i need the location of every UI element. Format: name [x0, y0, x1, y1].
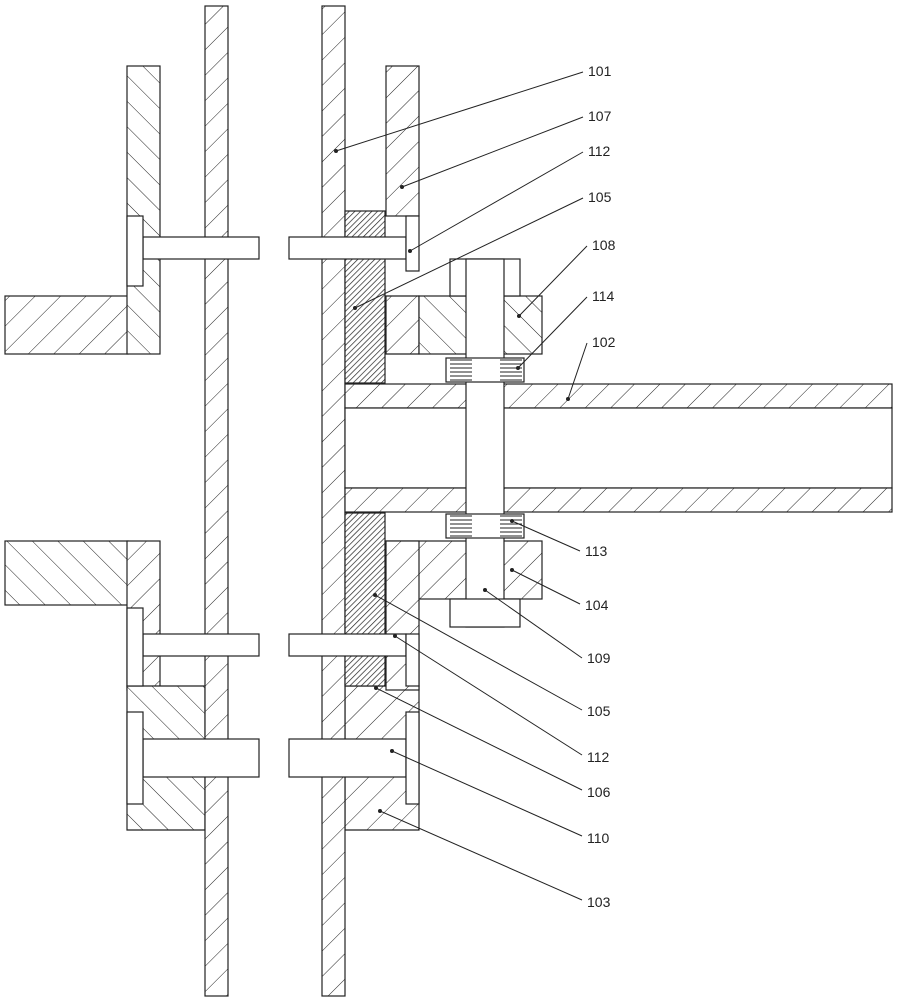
label-112-lower: 112	[587, 749, 610, 765]
label-109: 109	[587, 650, 611, 666]
side-pipe-bore	[344, 407, 893, 489]
side-pipe-top-wall	[344, 383, 893, 409]
upper-pin-right	[288, 236, 407, 260]
middle-pin-cap-right	[405, 633, 420, 687]
middle-pin-cap-left	[126, 607, 144, 687]
bolt-nut-bottom	[449, 598, 521, 628]
upper-sleeve-left-wall	[126, 65, 161, 355]
lower-pin-cap-right	[405, 711, 420, 805]
lower-pin-right	[288, 738, 407, 778]
label-104: 104	[585, 597, 609, 613]
label-101: 101	[588, 63, 612, 79]
middle-pin-right	[288, 633, 407, 657]
upper-sleeve-right-lower-wall	[385, 295, 420, 355]
lower-pin-left	[142, 738, 260, 778]
upper-pin-cap-right	[405, 215, 420, 272]
label-105-upper: 105	[588, 189, 612, 205]
left-lower-plate	[4, 540, 129, 606]
label-105-lower: 105	[587, 703, 611, 719]
label-107: 107	[588, 108, 612, 124]
label-106: 106	[587, 784, 611, 800]
side-pipe-bottom-wall	[344, 487, 893, 513]
central-pipe-left-wall	[204, 5, 229, 997]
left-upper-plate	[4, 295, 129, 355]
label-113: 113	[585, 543, 608, 559]
upper-pin-cap-left	[126, 215, 144, 287]
upper-sleeve-right-wall	[385, 65, 420, 217]
label-103: 103	[587, 894, 611, 910]
lower-seal-packing-105	[344, 512, 386, 687]
middle-pin-left	[142, 633, 260, 657]
label-112-upper: 112	[588, 143, 611, 159]
label-110: 110	[587, 830, 610, 846]
label-102: 102	[592, 334, 616, 350]
lower-pin-cap-left	[126, 711, 144, 805]
bolt-shank-109	[465, 258, 505, 628]
central-pipe-right-wall	[321, 5, 346, 997]
label-108: 108	[592, 237, 616, 253]
upper-pin-left	[142, 236, 260, 260]
label-114: 114	[592, 288, 615, 304]
upper-spring-114	[445, 357, 525, 383]
lower-spring-113	[445, 513, 525, 539]
